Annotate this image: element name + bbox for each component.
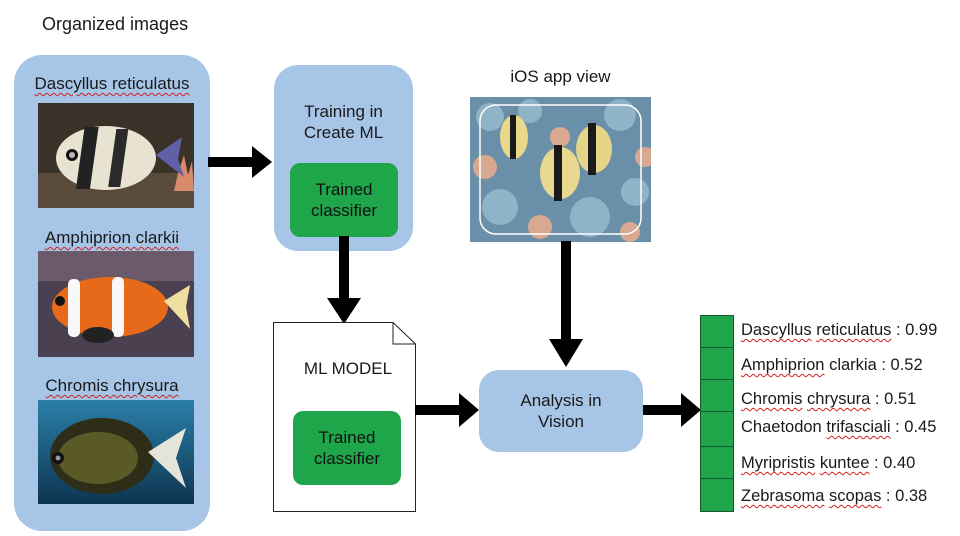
result-bar-cell <box>700 446 734 479</box>
result-bar-cell <box>700 379 734 412</box>
ml-model-title: ML MODEL <box>303 358 393 378</box>
result-species: chrysura <box>807 390 871 408</box>
result-species: clarkia <box>829 356 877 374</box>
fish-image-chromis <box>38 400 194 504</box>
arrow-ios-to-analysis <box>549 241 583 367</box>
result-bar-cell <box>700 347 734 380</box>
result-genus: Chaetodon <box>741 418 822 436</box>
result-row: Myripristis kuntee : 0.40 <box>741 454 916 472</box>
analysis-in-vision-box: Analysis in Vision <box>479 370 643 452</box>
arrow-to-training <box>208 146 272 178</box>
ios-app-view-image <box>470 97 651 242</box>
species-label-dascyllus: Dascyllus reticulatus <box>34 74 190 93</box>
result-genus: Chromis <box>741 390 803 408</box>
result-row: Chromis chrysura : 0.51 <box>741 390 917 408</box>
result-species: reticulatus <box>816 321 892 339</box>
result-row: Chaetodon trifasciali : 0.45 <box>741 418 937 436</box>
ios-app-view-title: iOS app view <box>510 66 611 86</box>
result-bar-cell <box>700 315 734 348</box>
result-species: scopas <box>829 487 882 505</box>
species-label-amphiprion: Amphiprion clarkii <box>44 228 180 247</box>
arrow-to-analysis <box>415 393 479 427</box>
result-row: Dascyllus reticulatus : 0.99 <box>741 321 938 339</box>
result-score: 0.52 <box>890 356 923 374</box>
trained-classifier-box-model: Trained classifier <box>293 411 401 485</box>
result-row: Zebrasoma scopas : 0.38 <box>741 487 928 505</box>
result-genus: Zebrasoma <box>741 487 825 505</box>
result-species: kuntee <box>819 454 870 472</box>
organized-images-title: Organized images <box>42 14 189 34</box>
result-bar-cell <box>700 478 734 512</box>
result-genus: Amphiprion <box>741 356 825 374</box>
trained-classifier-line1: Trained <box>318 428 376 447</box>
training-title-line1: Training in <box>304 102 383 121</box>
result-score: 0.51 <box>884 390 917 408</box>
trained-classifier-line1: Trained <box>315 180 373 199</box>
result-score: 0.45 <box>904 418 937 436</box>
analysis-line2: Vision <box>538 412 584 431</box>
fish-image-dascyllus <box>38 103 194 208</box>
result-row: Amphiprion clarkia : 0.52 <box>741 356 923 374</box>
result-score: 0.99 <box>905 321 938 339</box>
result-genus: Myripristis <box>741 454 816 472</box>
trained-classifier-line2: classifier <box>310 201 378 220</box>
result-bar-cell <box>700 411 734 447</box>
analysis-line1: Analysis in <box>520 391 602 410</box>
result-score: 0.38 <box>895 487 928 505</box>
species-label-chromis: Chromis chrysura <box>45 376 179 395</box>
fish-image-amphiprion <box>38 251 194 357</box>
training-title: Training in Create ML <box>274 100 413 144</box>
training-title-line2: Create ML <box>303 123 384 142</box>
trained-classifier-box-training: Trained classifier <box>290 163 398 237</box>
arrow-to-results <box>643 393 701 427</box>
result-score: 0.40 <box>883 454 916 472</box>
arrow-to-ml-model <box>327 236 361 324</box>
trained-classifier-line2: classifier <box>313 449 381 468</box>
result-genus: Dascyllus <box>741 321 812 339</box>
result-species: trifasciali <box>826 418 891 436</box>
